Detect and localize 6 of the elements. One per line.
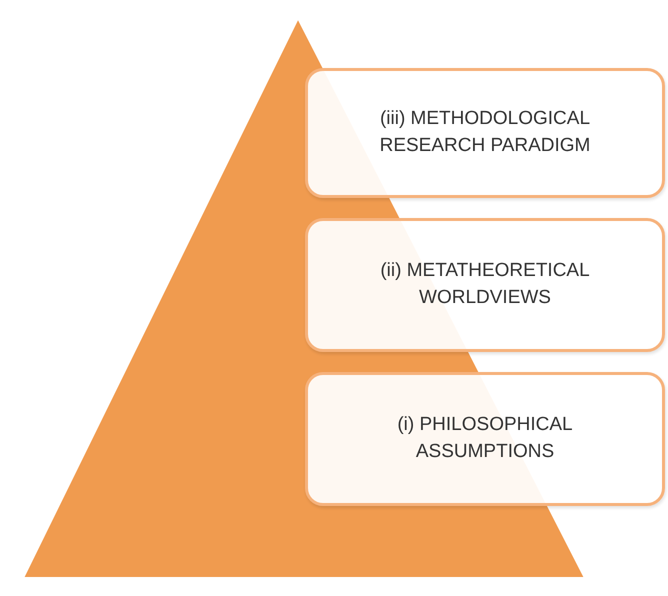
level-label: (ii) METATHEORETICAL WORLDVIEWS xyxy=(379,259,591,310)
level-box xyxy=(305,68,665,198)
level-label: (iii) METHODOLOGICAL RESEARCH PARADIGM xyxy=(378,107,592,158)
level-label: (i) PHILOSOPHICAL ASSUMPTIONS xyxy=(396,413,574,464)
level-box xyxy=(305,218,665,352)
level-box xyxy=(305,372,665,506)
